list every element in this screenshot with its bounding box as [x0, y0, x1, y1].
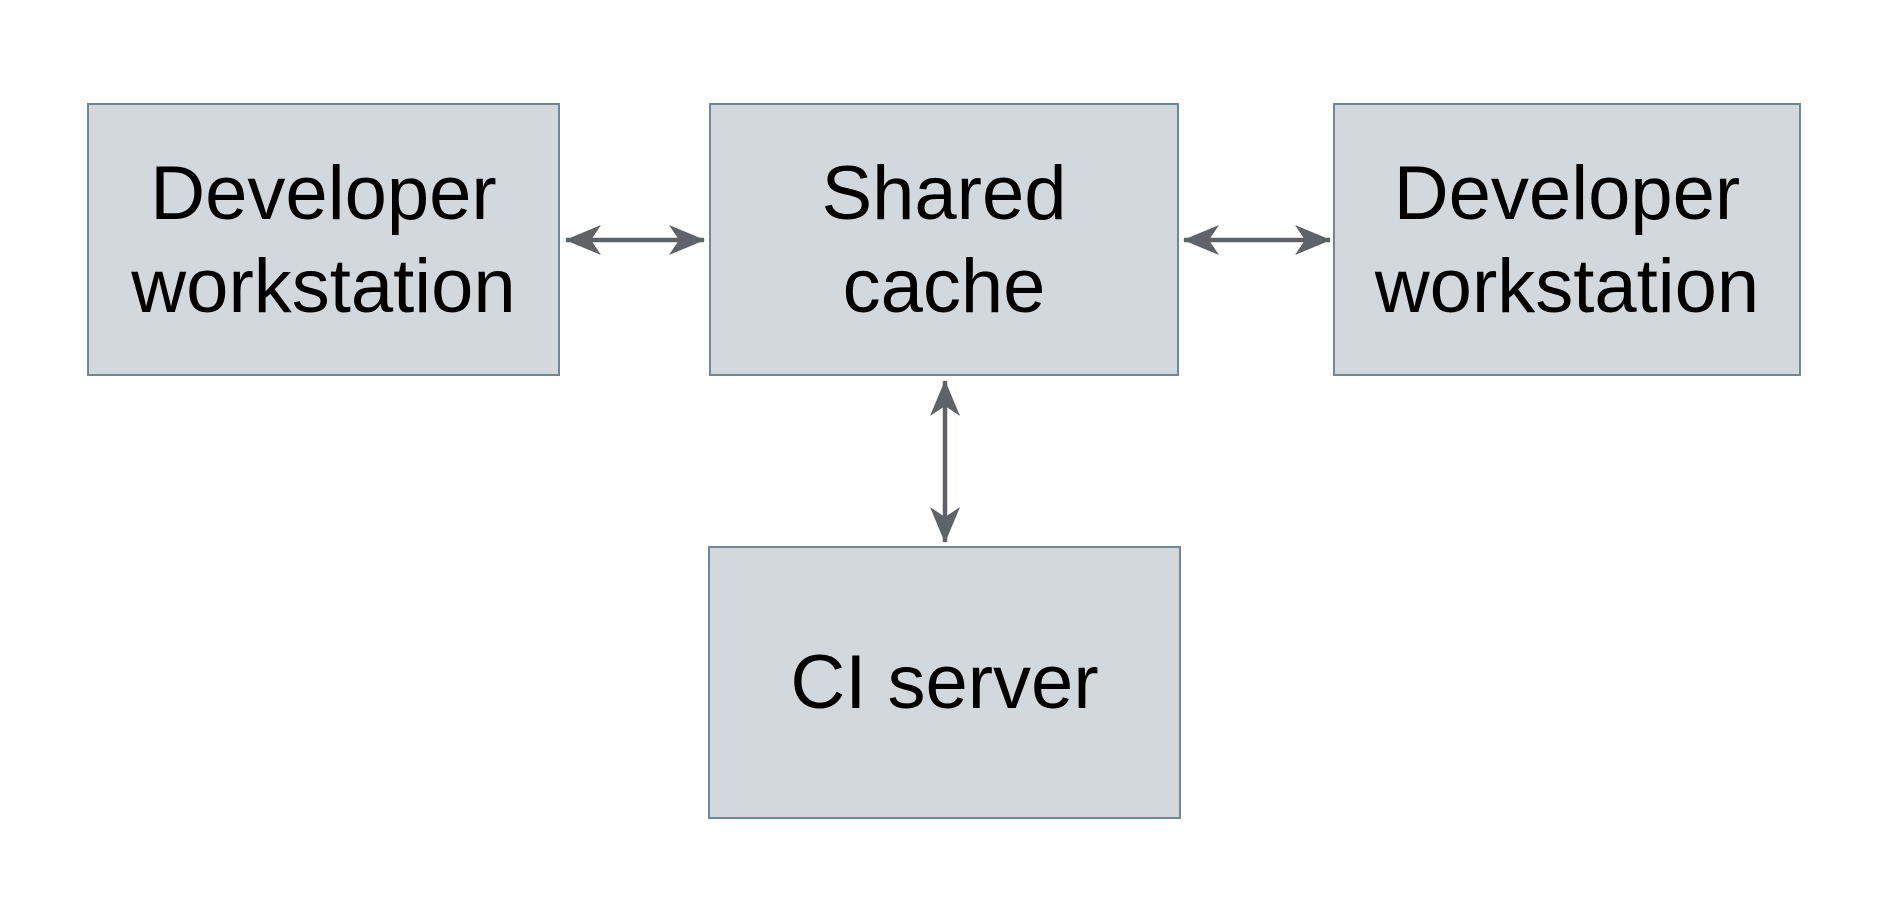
- node-developer-workstation-right: Developer workstation: [1333, 103, 1801, 376]
- node-developer-workstation-left-label: Developer workstation: [131, 150, 516, 329]
- node-ci-server-label: CI server: [790, 640, 1099, 725]
- node-developer-workstation-left: Developer workstation: [87, 103, 560, 376]
- node-ci-server: CI server: [708, 546, 1181, 819]
- node-shared-cache-label: Shared cache: [821, 150, 1067, 329]
- node-developer-workstation-right-label: Developer workstation: [1374, 150, 1760, 329]
- node-shared-cache: Shared cache: [709, 103, 1179, 376]
